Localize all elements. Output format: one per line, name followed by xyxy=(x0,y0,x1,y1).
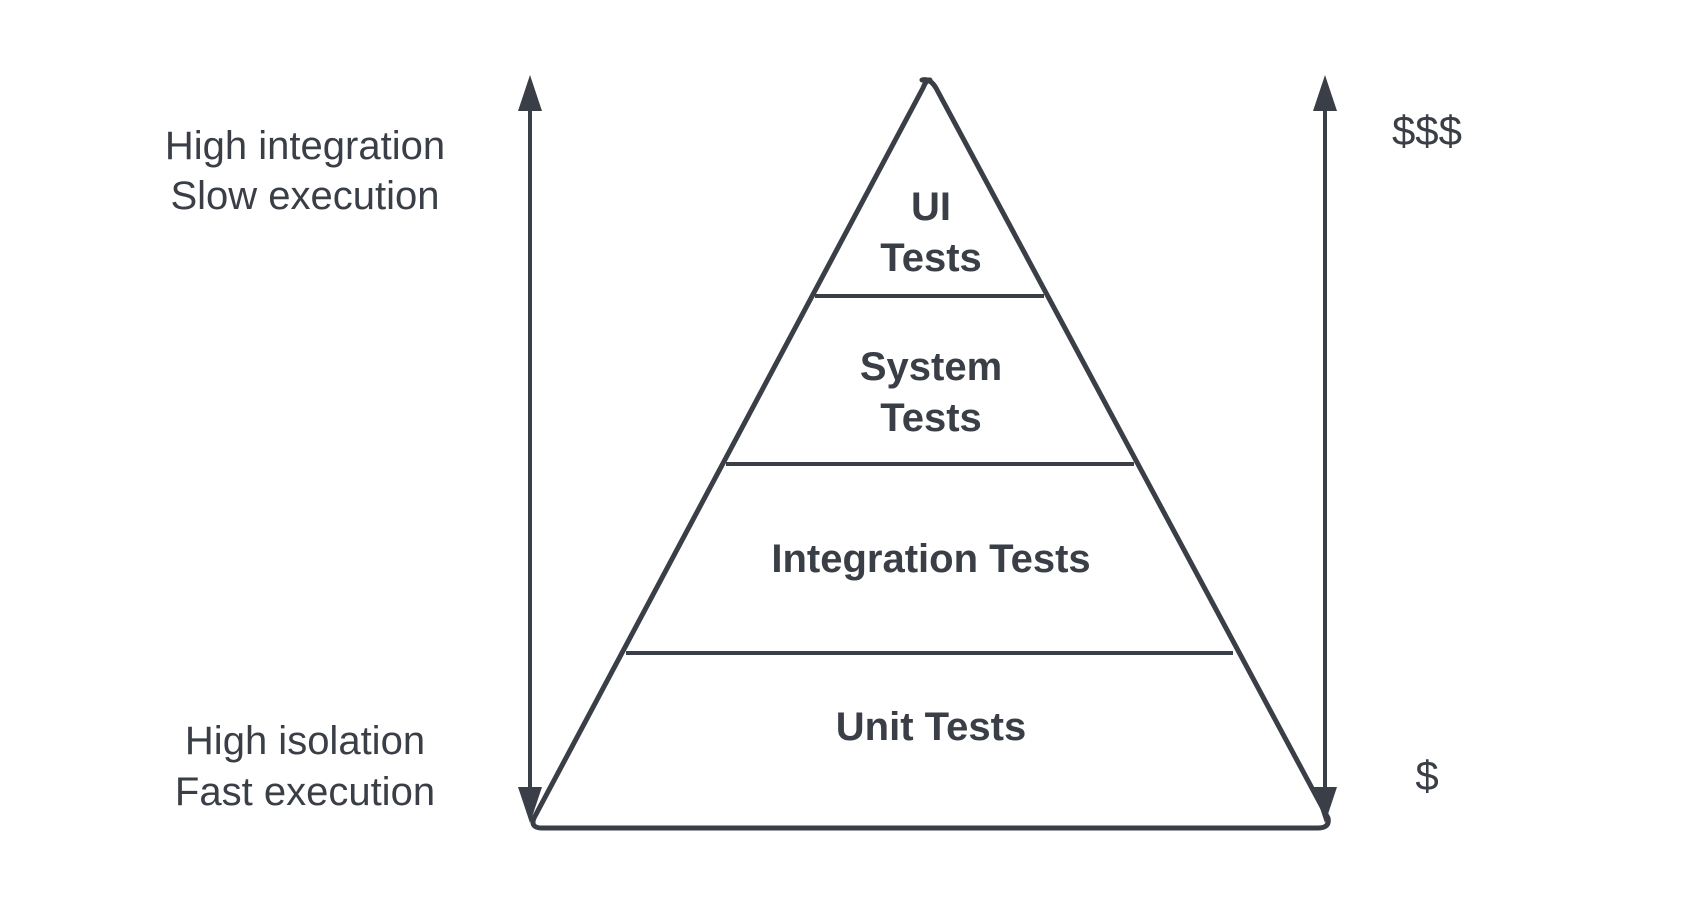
left-double-arrow xyxy=(518,75,542,823)
tier-system-label-line2: Tests xyxy=(880,396,982,440)
right-arrow-up-head xyxy=(1313,75,1337,111)
left-bottom-label-line2: Fast execution xyxy=(175,770,435,814)
pyramid: UI Tests System Tests Integration Tests … xyxy=(530,77,1331,831)
tier-integration-label: Integration Tests xyxy=(771,537,1090,581)
pyramid-outline xyxy=(530,77,1331,831)
tier-ui-label-line2: Tests xyxy=(880,236,982,280)
left-arrow-down-head xyxy=(518,787,542,823)
left-top-label-line2: Slow execution xyxy=(170,174,439,218)
tier-unit-label: Unit Tests xyxy=(836,705,1026,749)
cost-high-label: $$$ xyxy=(1392,107,1462,154)
right-double-arrow xyxy=(1313,75,1337,823)
right-axis-labels: $$$ $ xyxy=(1392,107,1462,799)
left-top-label-line1: High integration xyxy=(165,124,445,168)
left-arrow-up-head xyxy=(518,75,542,111)
tier-ui-label-line1: UI xyxy=(911,185,951,229)
cost-low-label: $ xyxy=(1415,752,1438,799)
left-axis-labels: High integration Slow execution High iso… xyxy=(165,124,445,814)
left-bottom-label-line1: High isolation xyxy=(185,719,425,763)
tier-system-label-line1: System xyxy=(860,345,1002,389)
